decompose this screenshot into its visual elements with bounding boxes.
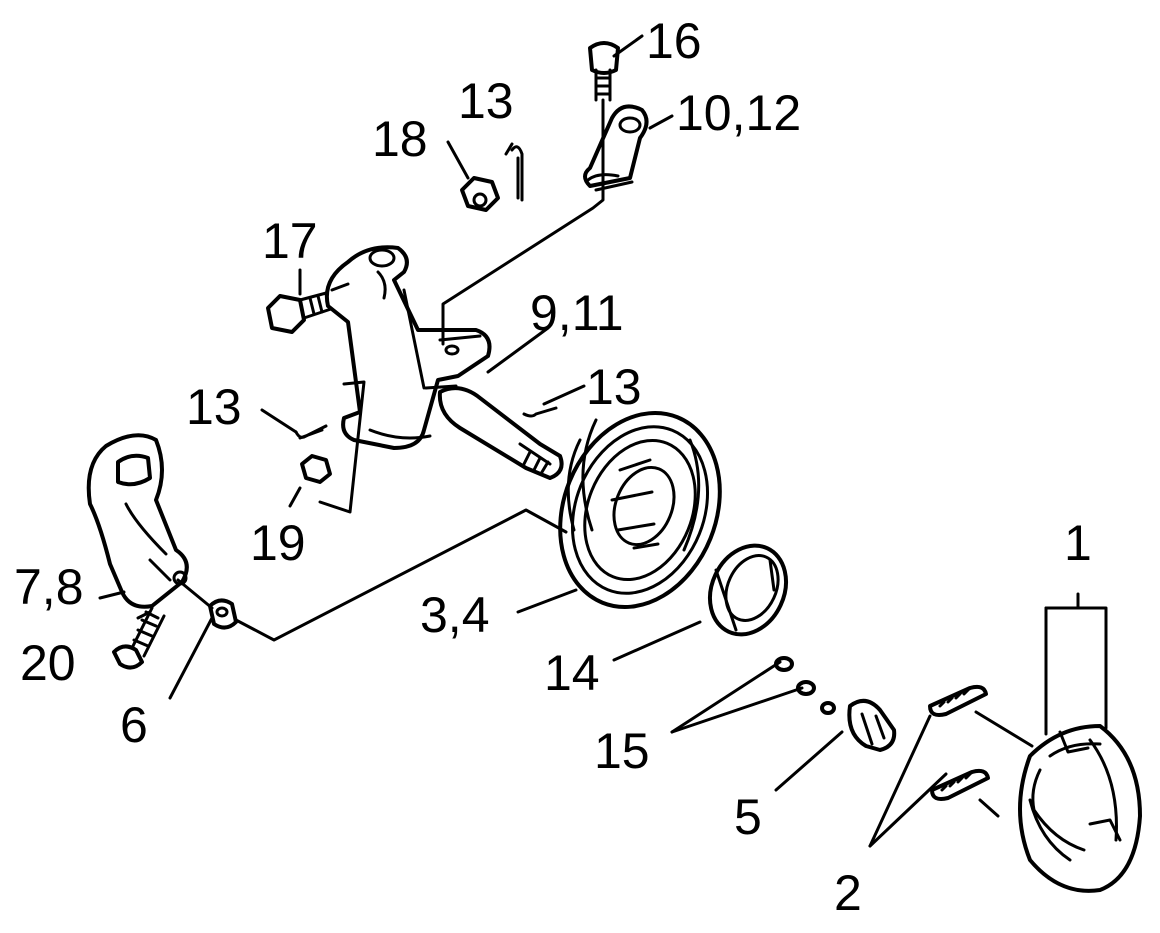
part-18-nut bbox=[460, 176, 500, 212]
label-15: 15 bbox=[594, 723, 650, 779]
label-9-11: 9,11 bbox=[530, 285, 624, 341]
part-5-nut bbox=[847, 698, 897, 752]
part-13-cotter-pin-top bbox=[510, 145, 524, 202]
label-2: 2 bbox=[834, 865, 862, 921]
leader-lines bbox=[98, 34, 1108, 848]
part-1-brake-shoes bbox=[1018, 724, 1142, 893]
part-13-cotter-pin-right bbox=[522, 406, 558, 418]
part-16-bolt bbox=[588, 41, 620, 102]
part-3-4-brake-plate bbox=[558, 411, 722, 609]
part-6-washer bbox=[208, 598, 238, 630]
label-14: 14 bbox=[544, 645, 600, 701]
label-18: 18 bbox=[372, 111, 428, 167]
label-13-top: 13 bbox=[458, 73, 514, 129]
part-13-cotter-pin-left bbox=[294, 424, 328, 440]
label-19: 19 bbox=[250, 515, 306, 571]
part-19-nut bbox=[300, 454, 332, 484]
part-14-seal-ring bbox=[708, 543, 788, 637]
label-16: 16 bbox=[646, 13, 702, 69]
part-17-bolt bbox=[266, 290, 336, 334]
label-1: 1 bbox=[1064, 515, 1092, 571]
label-13-right: 13 bbox=[586, 359, 642, 415]
part-7-8-brake-cam-lever bbox=[86, 433, 189, 609]
part-10-12-brake-lever bbox=[583, 104, 649, 192]
part-20-bolt bbox=[112, 606, 166, 670]
label-7-8: 7,8 bbox=[14, 559, 84, 615]
label-13-left: 13 bbox=[186, 379, 242, 435]
part-15-washers bbox=[774, 656, 836, 715]
part-2-springs bbox=[928, 684, 990, 801]
label-3-4: 3,4 bbox=[420, 587, 490, 643]
part-labels: 16 13 10,12 18 17 9,11 13 13 19 1 7,8 3,… bbox=[14, 13, 1092, 921]
part-9-11-steering-knuckle bbox=[325, 245, 564, 480]
label-6: 6 bbox=[120, 697, 148, 753]
label-17: 17 bbox=[262, 213, 318, 269]
label-20: 20 bbox=[20, 635, 76, 691]
label-10-12: 10,12 bbox=[676, 85, 801, 141]
label-5: 5 bbox=[734, 789, 762, 845]
